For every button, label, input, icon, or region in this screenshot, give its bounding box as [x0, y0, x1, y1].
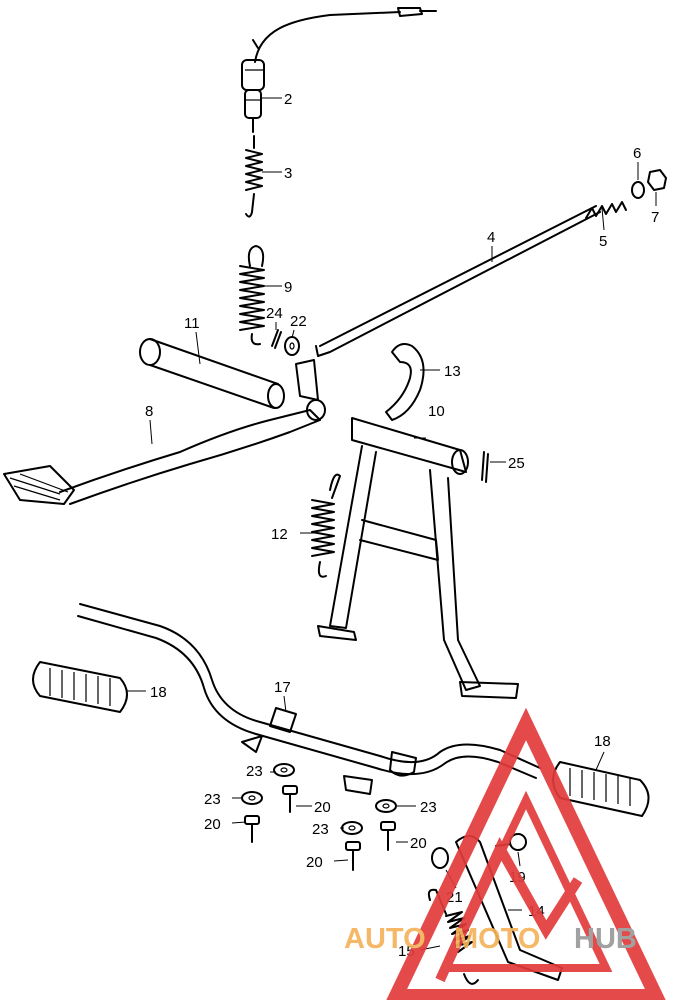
callout-18-left: 18 — [150, 684, 167, 701]
callout-9: 9 — [284, 279, 292, 296]
callout-6: 6 — [633, 145, 641, 162]
callout-11: 11 — [184, 315, 200, 332]
washer-23-c — [375, 799, 397, 813]
automotohub-watermark: AUTO MOTO HUB — [344, 707, 666, 1000]
callout-13: 13 — [444, 363, 461, 380]
step-rubber-left — [32, 661, 128, 713]
callout-4: 4 — [487, 229, 495, 246]
callout-8: 8 — [145, 403, 153, 420]
callout-23-b: 23 — [204, 791, 221, 808]
washer-23-b — [241, 791, 263, 805]
stand-spring-12 — [311, 473, 341, 578]
callout-20-b: 20 — [204, 816, 221, 833]
washer-22 — [284, 336, 300, 356]
brake-rod-spring — [585, 201, 627, 219]
cotter-pin — [271, 329, 282, 349]
callout-2: 2 — [284, 91, 292, 108]
bolt-20-d — [345, 841, 361, 871]
callout-18-right: 18 — [594, 733, 611, 750]
main-stand — [317, 417, 519, 699]
watermark-text-moto: MOTO — [454, 923, 540, 955]
brake-rod-joint — [631, 181, 645, 199]
callout-20-d: 20 — [306, 854, 323, 871]
callout-17: 17 — [274, 679, 291, 696]
rear-brake-switch-cable — [252, 7, 437, 63]
callout-23-c: 23 — [420, 799, 437, 816]
bolt-20-a — [282, 785, 298, 813]
brake-switch-spring — [245, 135, 263, 218]
bolt-20-b — [244, 815, 260, 843]
brake-switch — [241, 59, 265, 133]
step-bar — [77, 603, 541, 795]
callout-20-c: 20 — [410, 835, 427, 852]
washer-23-a — [273, 763, 295, 777]
callout-3: 3 — [284, 165, 292, 182]
callout-23-a: 23 — [246, 763, 263, 780]
watermark-text-hub: HUB — [574, 923, 637, 955]
brake-pedal-arm — [59, 359, 326, 505]
callout-10: 10 — [428, 403, 445, 420]
callout-25: 25 — [508, 455, 525, 472]
brake-pedal-spring — [239, 245, 265, 346]
brake-pedal-shaft — [139, 338, 285, 409]
side-stand-washer-21 — [431, 847, 449, 869]
watermark-triangle-logo — [386, 707, 666, 1000]
bolt-20-c — [380, 821, 396, 851]
callout-24: 24 — [266, 305, 283, 322]
washer-23-d — [341, 821, 363, 835]
callout-12: 12 — [271, 526, 288, 543]
callout-5: 5 — [599, 233, 607, 250]
watermark-text-auto: AUTO — [344, 923, 426, 955]
callout-22: 22 — [290, 313, 307, 330]
brake-rod — [315, 205, 601, 357]
brake-pedal-rubber — [3, 465, 75, 505]
callout-labels: 2 3 4 5 6 7 8 9 10 11 12 13 14 15 17 18 … — [145, 91, 659, 960]
stand-pin-25 — [481, 451, 489, 483]
stand-stopper-13 — [385, 343, 425, 421]
callout-7: 7 — [651, 209, 659, 226]
callout-20-a: 20 — [314, 799, 331, 816]
callout-23-d: 23 — [312, 821, 329, 838]
brake-adjust-nut — [647, 169, 667, 191]
